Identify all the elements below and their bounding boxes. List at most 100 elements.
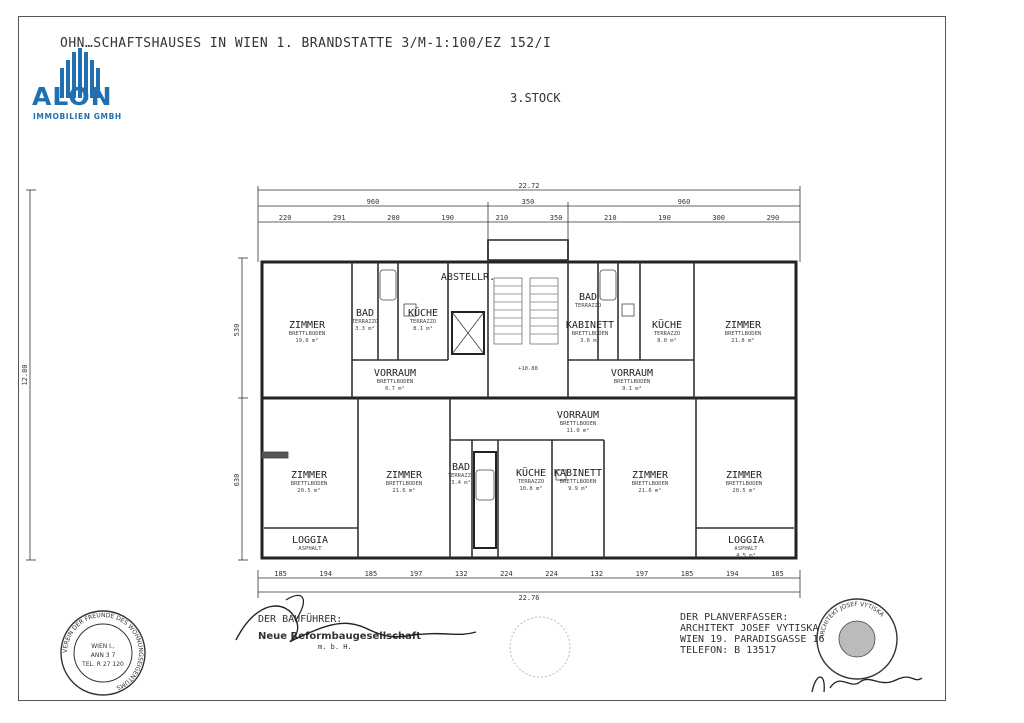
room-area: 21.6 m² <box>392 487 415 494</box>
dimension-label: 210 <box>604 214 617 222</box>
dimension-label: 224 <box>500 570 513 578</box>
room-name: KÜCHE <box>516 466 546 479</box>
room-name: BAD <box>356 308 374 319</box>
stamp-line-3: TEL. R 27 120 <box>81 661 124 668</box>
dimension-label: 132 <box>455 570 468 578</box>
dimension-label: 185 <box>771 570 784 578</box>
dimension-label: 185 <box>681 570 694 578</box>
planner-phone: TELEFON: B 13517 <box>680 645 777 656</box>
dimension-label: 22.72 <box>518 182 539 190</box>
room-floor-material: ASPHALT <box>734 546 758 552</box>
room-area: 8.1 m² <box>413 325 433 332</box>
builder-company: Neue Reformbaugesellschaft <box>258 631 422 642</box>
dimension-label: 290 <box>767 214 780 222</box>
room-name: KABINETT <box>566 320 614 331</box>
dimension-label: 300 <box>712 214 725 222</box>
room-name: KÜCHE <box>408 306 438 319</box>
room-area: 21.6 m² <box>638 487 661 494</box>
room-area: 3.4 m² <box>451 479 471 486</box>
room-area: 8.0 m² <box>657 337 677 344</box>
room-floor-material: BRETTLBODEN <box>291 481 327 487</box>
room-name: KABINETT <box>554 468 602 479</box>
shaft-south <box>473 451 497 549</box>
elevator-shaft <box>451 311 485 355</box>
room-name: VORRAUM <box>611 368 653 379</box>
dimension-label: 210 <box>496 214 509 222</box>
dimension-label: 194 <box>319 570 332 578</box>
dimension-label: 960 <box>678 198 691 206</box>
architect-stamp: ARCHITEKT JOSEF VYTISKA <box>816 598 898 680</box>
room-name: ZIMMER <box>289 320 326 331</box>
room-floor-material: BRETTLBODEN <box>289 331 325 337</box>
stamp-line-2: ANN 3 7 <box>91 652 116 659</box>
room-name: ZIMMER <box>725 320 762 331</box>
room-area: 20.5 m² <box>297 487 320 494</box>
dimension-label: 200 <box>387 214 400 222</box>
dimension-label: 22.76 <box>518 594 539 602</box>
dimension-label: 350 <box>522 198 535 206</box>
room-floor-material: TERRAZZO <box>352 319 379 325</box>
alon-logo-mark <box>60 48 100 98</box>
room-floor-material: BRETTLBODEN <box>725 331 761 337</box>
dimension-label: 190 <box>658 214 671 222</box>
dimension-label: 530 <box>233 324 241 337</box>
room-floor-material: BRETTLBODEN <box>572 331 608 337</box>
room-area: 6.7 m² <box>385 385 405 392</box>
room-name: ABSTELLR. <box>441 272 495 283</box>
dimension-label: 630 <box>233 474 241 487</box>
planner-address: WIEN 19. PARADISGASSE 16 <box>680 634 825 645</box>
room-floor-material: BRETTLBODEN <box>560 479 596 485</box>
room-area: 3.6 m² <box>580 337 600 344</box>
room-name: VORRAUM <box>374 368 416 379</box>
dimension-label: 132 <box>590 570 603 578</box>
dimension-label: 197 <box>410 570 423 578</box>
room-floor-material: ASPHALT <box>298 546 322 552</box>
room-stiege: +10.88 <box>518 366 538 372</box>
room-floor-material: TERRAZZO <box>518 479 545 485</box>
builder-signature <box>235 594 477 643</box>
room-area: 19.6 m² <box>295 337 318 344</box>
room-area: 9.9 m² <box>568 485 588 492</box>
room-area: 3.3 m² <box>355 325 375 332</box>
floor-label: 3.STOCK <box>510 91 561 105</box>
room-name: BAD <box>579 292 597 303</box>
room-floor-material: BRETTLBODEN <box>560 421 596 427</box>
room-area: 9.1 m² <box>622 385 642 392</box>
room-floor-material: BRETTLBODEN <box>726 481 762 487</box>
room-floor-material: BRETTLBODEN <box>377 379 413 385</box>
room-floor-material: BRETTLBODEN <box>386 481 422 487</box>
planner-signature <box>811 676 923 693</box>
room-floor-material: TERRAZZO <box>575 303 602 309</box>
planner-name: ARCHITEKT JOSEF VYTISKA <box>680 623 819 634</box>
dimension-label: 350 <box>550 214 563 222</box>
room-floor-material: BRETTLBODEN <box>614 379 650 385</box>
dimension-label: 185 <box>365 570 378 578</box>
faint-stamp <box>509 616 571 678</box>
room-area: 20.5 m² <box>732 487 755 494</box>
room-area: 21.8 m² <box>731 337 754 344</box>
drawing-sheet <box>18 16 946 701</box>
room-floor-material: TERRAZZO <box>410 319 437 325</box>
planner-label: DER PLANVERFASSER: <box>680 612 789 623</box>
drawing-title: OHN…SCHAFTSHAUSES IN WIEN 1. BRANDSTATTE… <box>60 36 552 51</box>
logo-subtitle: IMMOBILIEN GMBH <box>33 112 122 121</box>
dimension-label: 291 <box>333 214 346 222</box>
stair-head <box>487 239 569 261</box>
dimension-label: 220 <box>279 214 292 222</box>
builder-signature-block: DER BAUFÜHRER: Neue Reformbaugesellschaf… <box>258 614 421 653</box>
room-abstell-n1: ABSTELLR. <box>441 272 495 283</box>
dimension-label: 224 <box>545 570 558 578</box>
room-name: KÜCHE <box>652 318 682 331</box>
